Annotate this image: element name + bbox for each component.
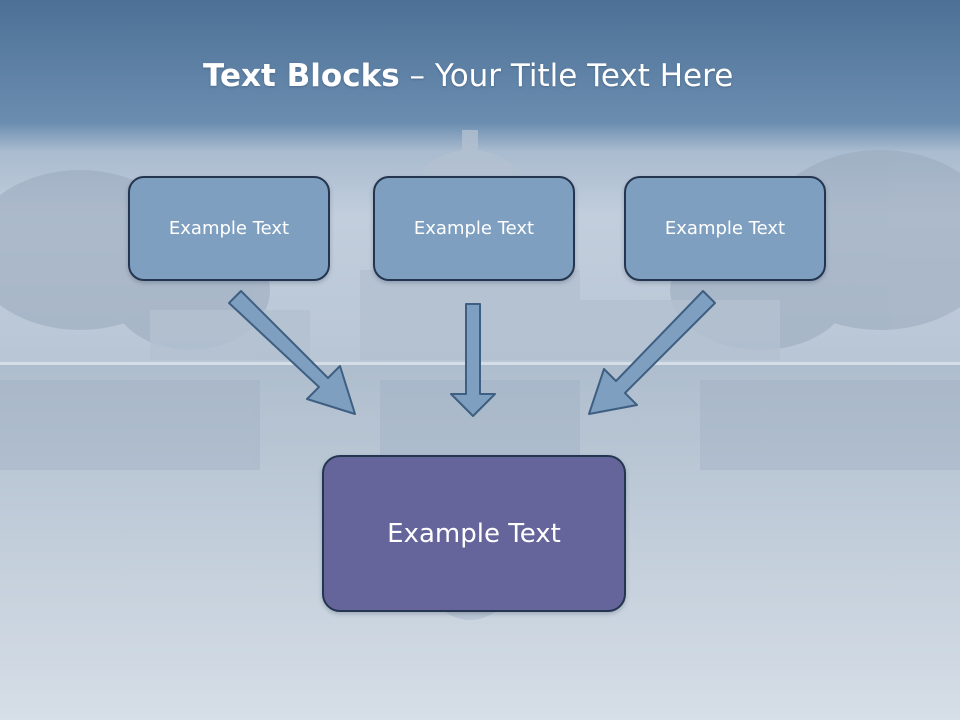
title-dash: – [399,58,435,94]
result-text-block-label: Example Text [387,518,561,549]
arrow-center-down [450,303,496,417]
text-block-3[interactable]: Example Text [624,176,826,281]
arrow-right-diagonal [588,290,716,415]
title-rest-part: Your Title Text Here [434,58,734,94]
text-block-1[interactable]: Example Text [128,176,330,281]
text-block-2[interactable]: Example Text [373,176,575,281]
text-block-1-label: Example Text [168,218,290,239]
slide-title: Text Blocks – Your Title Text Here [203,54,733,98]
arrow-left-diagonal [228,290,356,415]
result-text-block[interactable]: Example Text [322,455,626,612]
text-block-2-label: Example Text [413,218,535,239]
text-block-3-label: Example Text [664,218,786,239]
title-bold-part: Text Blocks [203,58,400,94]
